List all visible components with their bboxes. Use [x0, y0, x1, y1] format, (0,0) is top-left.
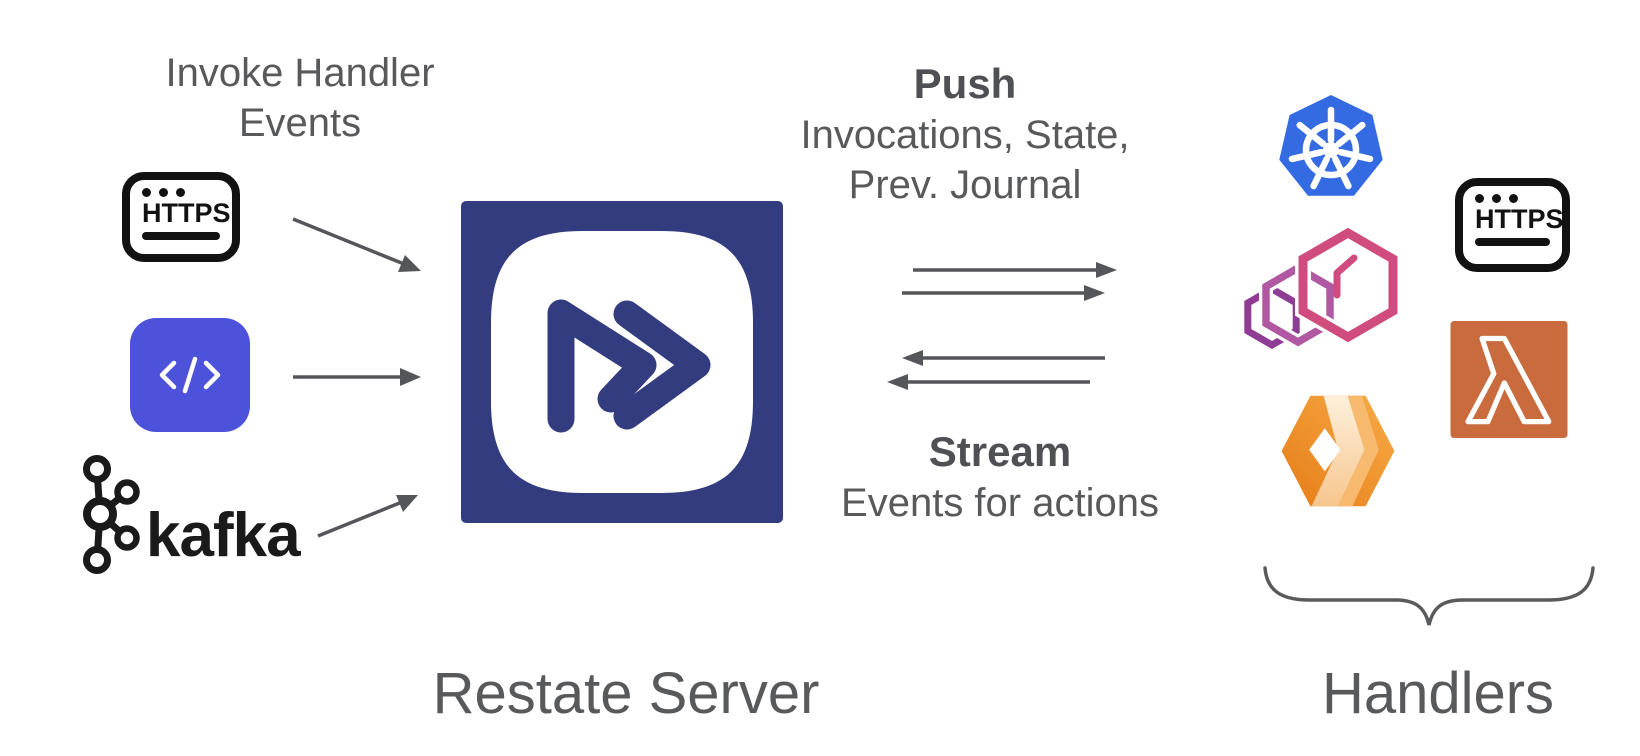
- push-line1: Invocations, State,: [800, 113, 1130, 157]
- https-label: HTTPS: [1475, 204, 1564, 234]
- push-stream-arrows: [887, 262, 1117, 390]
- https-icon: HTTPS: [1455, 178, 1570, 272]
- code-icon: [130, 318, 250, 432]
- stream-arrow-1: [902, 350, 1105, 366]
- handlers-brace: [1263, 566, 1595, 626]
- invoke-handler-events-label: Invoke Handler Events: [110, 48, 490, 148]
- stream-label-block: Stream Events for actions: [790, 426, 1210, 528]
- stream-title: Stream: [928, 428, 1072, 475]
- push-line2: Prev. Journal: [848, 163, 1082, 207]
- push-label-block: Push Invocations, State, Prev. Journal: [765, 58, 1165, 210]
- arrow-kafka-to-restate: [317, 495, 418, 538]
- stream-line1: Events for actions: [841, 481, 1159, 525]
- kafka-label: kafka: [146, 501, 301, 570]
- restate-logo-glyph: [491, 231, 753, 493]
- kafka-logo: kafka: [83, 455, 302, 574]
- invoke-label-line2: Events: [238, 101, 362, 145]
- push-arrow-2: [902, 285, 1105, 301]
- stream-arrow-2: [887, 374, 1090, 390]
- cloudflare-workers-icon: [1281, 395, 1395, 507]
- https-label: HTTPS: [142, 198, 231, 228]
- https-underline: [142, 232, 220, 240]
- left-arrows: [292, 217, 421, 538]
- lambda-icon: [1450, 321, 1568, 438]
- restate-logo: [461, 201, 783, 523]
- browser-dots: [1475, 194, 1562, 203]
- push-arrow-1: [913, 262, 1117, 278]
- kubernetes-icon: [1279, 95, 1383, 196]
- code-glyph: [159, 356, 221, 394]
- browser-dots: [142, 188, 232, 197]
- containers-icon: [1244, 225, 1401, 351]
- push-title: Push: [913, 60, 1017, 107]
- https-underline: [1475, 238, 1550, 246]
- handlers-label: Handlers: [1321, 661, 1555, 726]
- arrow-code-to-restate: [293, 368, 421, 386]
- arrow-https-to-restate: [292, 217, 421, 272]
- https-icon: HTTPS: [122, 172, 240, 262]
- restate-server-label: Restate Server: [432, 661, 820, 726]
- invoke-label-line1: Invoke Handler: [165, 51, 435, 95]
